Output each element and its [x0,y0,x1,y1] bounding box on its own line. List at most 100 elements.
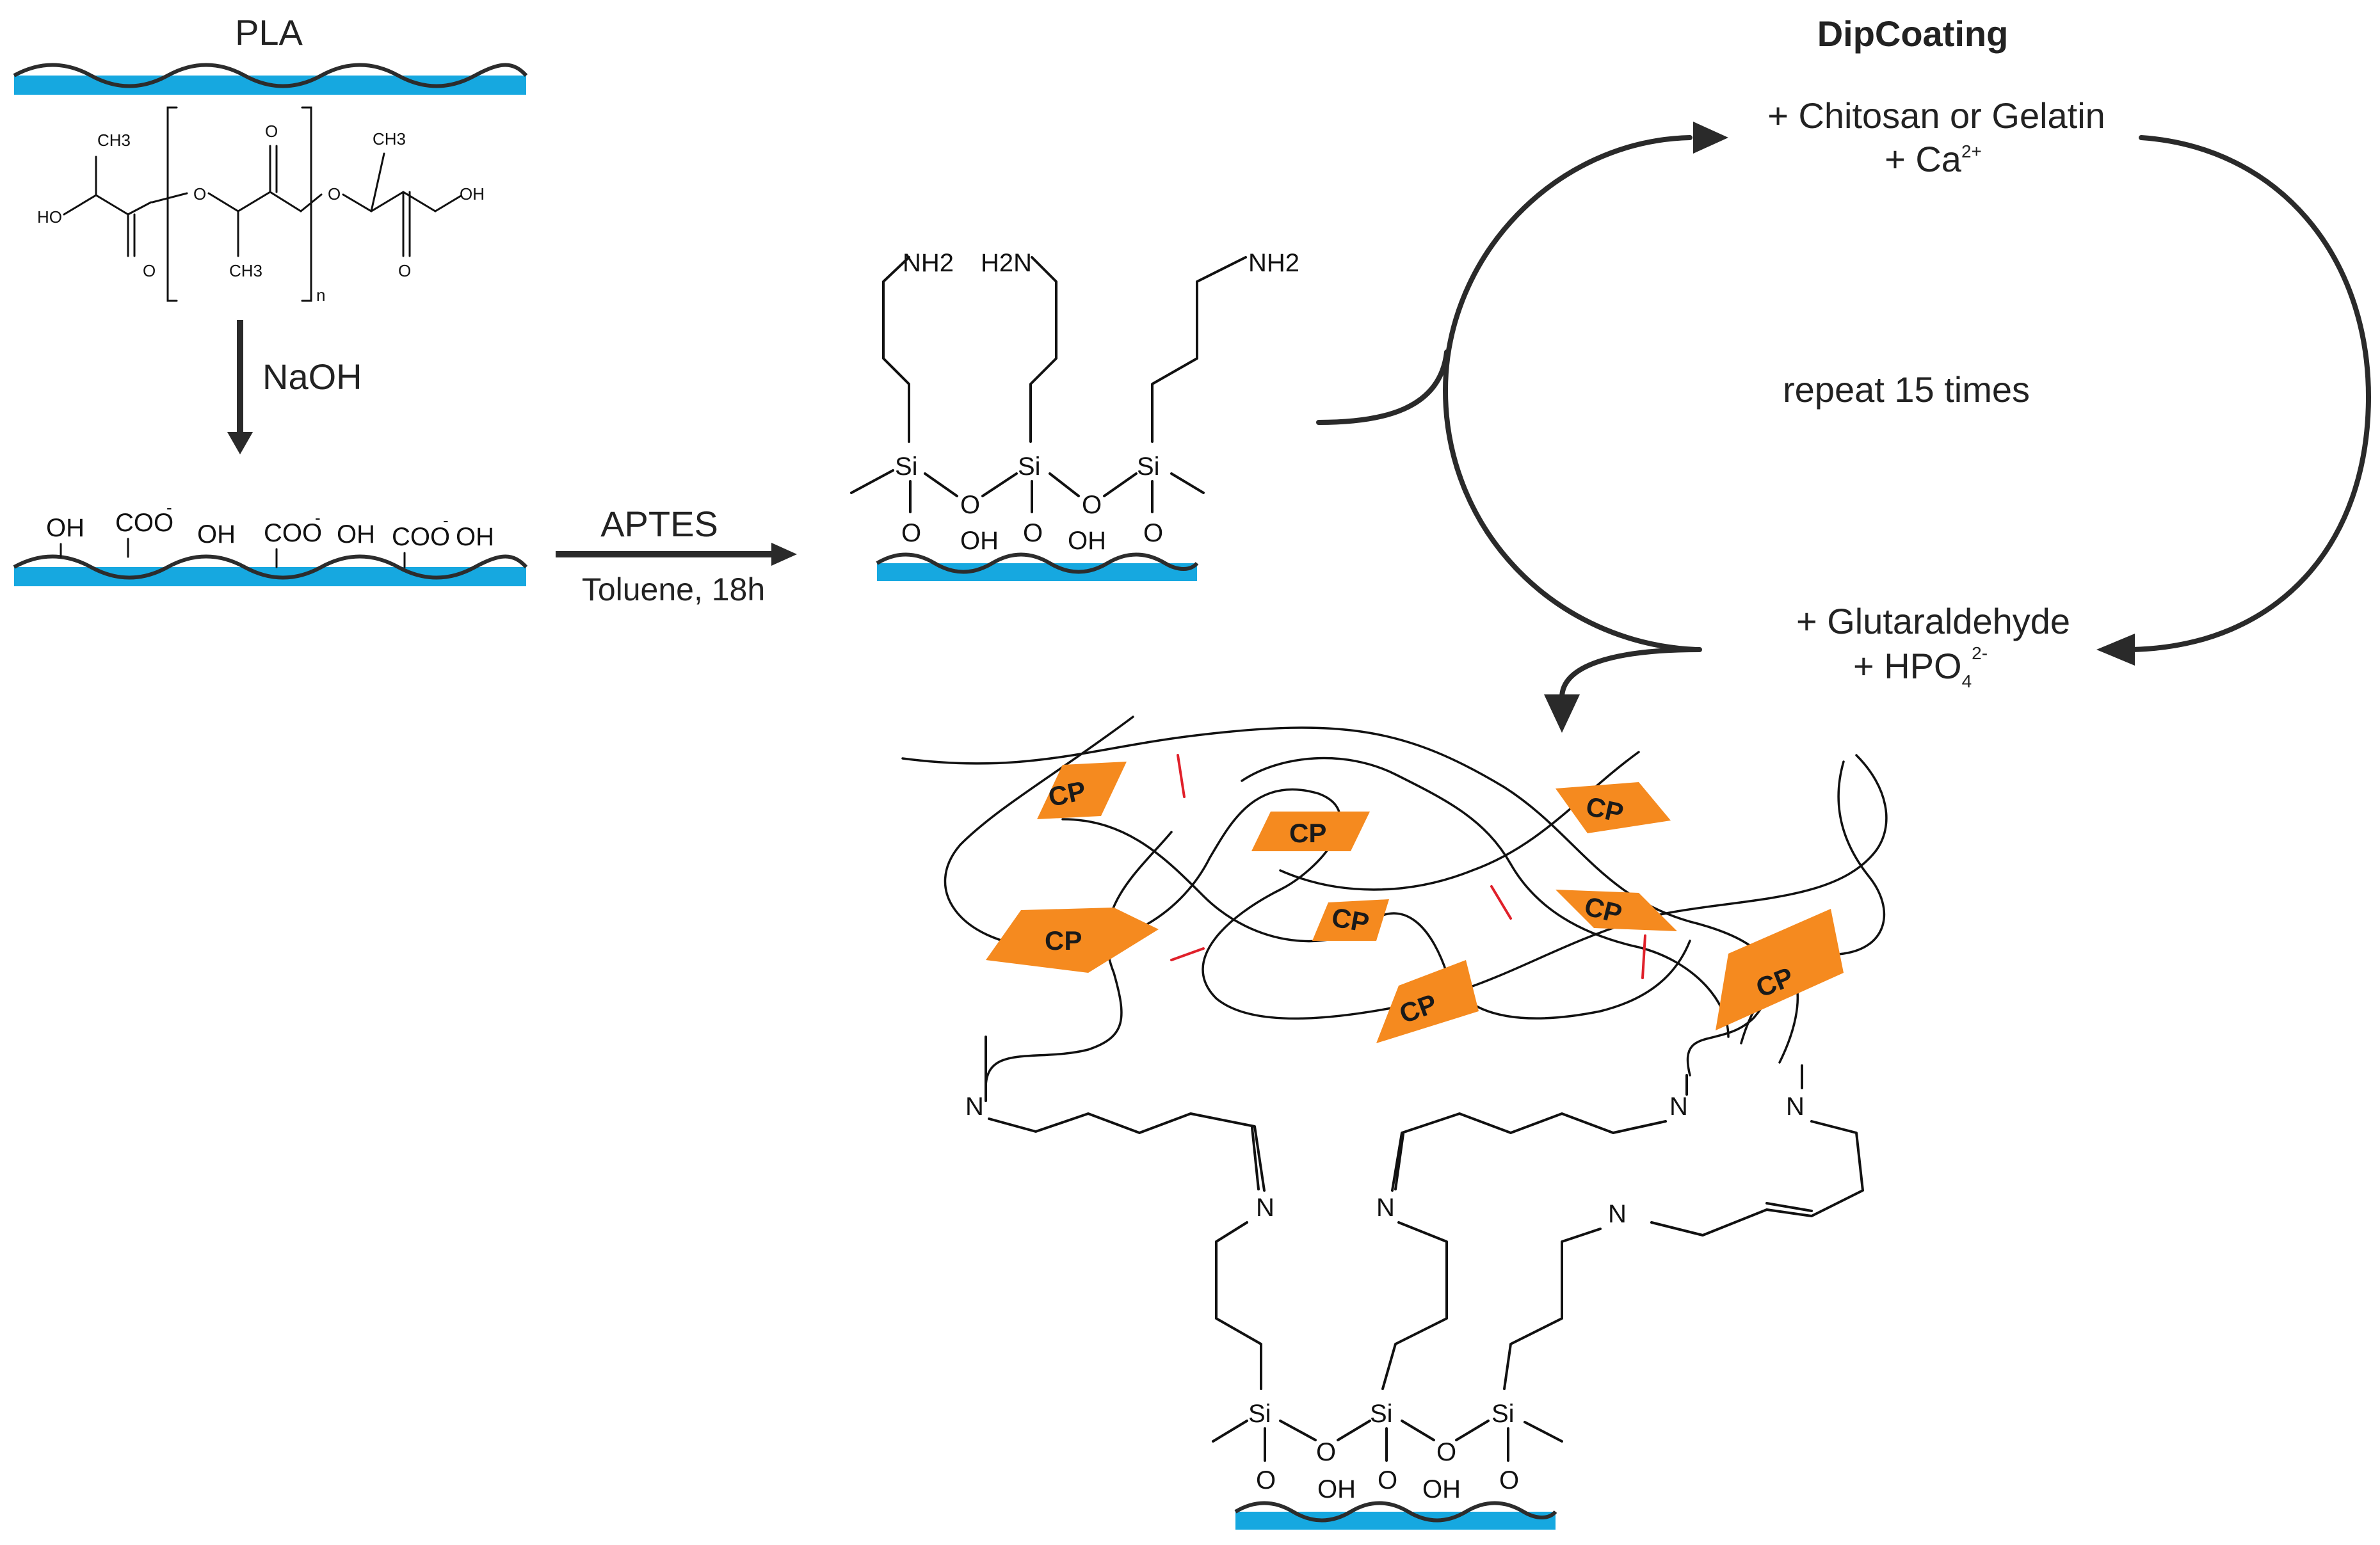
cp-particle: CP [1376,960,1479,1043]
repeat-label: repeat 15 times [1783,369,2030,410]
svg-text:CP: CP [1330,902,1372,938]
surface-coo: COO [392,523,450,551]
cycle-exit-line [1559,647,1702,700]
coated-substrate [1235,1512,1556,1530]
amine-nh2: NH2 [903,249,954,277]
silicon-atom: Si [1248,1400,1271,1428]
silicon-oxygen-bonds [1264,1427,1509,1462]
pla-n-subscript: n [316,285,325,305]
oxygen-atom: O [1378,1466,1397,1494]
oxygen-atom: O [1499,1466,1519,1494]
pla-carbonyl [269,145,278,193]
surface-oh: OH [46,514,84,542]
charge-minus: - [166,498,172,517]
pla-ch3: CH3 [229,261,262,280]
naoh-arrowhead [227,432,253,454]
oxygen-atom: O [1316,1438,1336,1466]
pla-bond [151,191,302,212]
crosslink [1641,934,1646,979]
pla-ch3: CH3 [97,131,131,150]
silicon-atom: Si [1137,452,1160,481]
pla-carbonyl [402,191,411,257]
cycle-right-arc [2129,135,2372,652]
imine-linker [1391,1112,1667,1192]
glutaraldehyde-label: + Glutaraldehyde [1796,601,2070,641]
pla-bond [370,152,385,212]
pla-o: O [328,184,341,204]
aminopropyl-chain [1029,256,1057,443]
propyl-chain [1503,1228,1602,1390]
cp-particle: CP [1037,762,1127,819]
oxygen-atom: O [1082,491,1102,519]
cp-particle: CP [1251,812,1370,851]
pla-label: PLA [235,12,303,52]
charge-minus: - [443,511,449,530]
imine-nitrogen: N [1376,1194,1395,1222]
polymer-chain [1241,756,1730,1038]
oxygen-atom: O [901,519,921,547]
oxygen-atom: O [1256,1466,1276,1494]
pla-bond [63,194,129,216]
pla-carbonyl [127,201,152,257]
pla-o: O [398,261,411,280]
charge-minus: - [315,508,321,527]
chitosan-label: + Chitosan or Gelatin [1767,95,2105,136]
naoh-label: NaOH [262,356,362,397]
surface-oh: OH [197,520,236,548]
phosphate-label: + HPO42- [1853,643,1988,691]
silane-substrate [877,563,1197,581]
imine-nitrogen: N [965,1093,984,1121]
silanized-surface: NH2 H2N NH2 Si Si Si O O O O O OH OH [850,249,1299,581]
cp-particle: CP [1716,909,1844,1030]
cycle-left-arc [1442,135,1699,652]
imine-nitrogen: N [1608,1200,1627,1228]
surface-oh: OH [1068,527,1106,555]
oxygen-atom: O [960,491,980,519]
imine-linker [1650,1120,1864,1237]
coated-surface-wave [1234,1501,1557,1523]
pla-ch3: CH3 [373,129,406,148]
pla-o: O [265,122,278,141]
cycle-entry-line [1316,349,1449,425]
aptes-step: APTES Toluene, 18h [556,504,797,607]
naoh-step: NaOH [227,320,362,454]
imine-nitrogen: N [1786,1093,1805,1121]
pla-ho: HO [37,207,62,227]
pla-o: O [193,184,206,204]
crosslink [1170,947,1205,961]
surface-oh: OH [1422,1475,1461,1503]
polymer-chain [1061,818,1691,1020]
pla-structure: HO CH3 O O CH3 O n O CH3 O OH [37,106,485,305]
pla-substrate-group: PLA [13,12,528,95]
propyl-chain [1215,1221,1262,1390]
silane-surface-wave [876,552,1199,574]
coated-structure: CP CP CP CP CP CP CP CP [901,716,1888,1530]
toluene-label: Toluene, 18h [582,572,765,607]
oxygen-atom: O [1436,1438,1456,1466]
calcium-label: + Ca2+ [1885,139,1982,179]
surface-coo: COO [264,519,322,547]
svg-text:CP: CP [1045,925,1082,956]
silicon-atom: Si [1492,1400,1515,1428]
oxygen-atom: O [1023,519,1043,547]
amine-h2n: H2N [981,249,1032,277]
imine-nitrogen: N [1669,1093,1688,1121]
cycle-arrowhead-top [1693,122,1728,154]
surface-oh: OH [337,520,375,548]
imine-linker [988,1112,1266,1192]
repeat-bracket-left [166,106,178,302]
silicon-atom: Si [1370,1400,1393,1428]
pla-oh: OH [460,184,485,204]
pla-o: O [143,261,156,280]
amine-nh2: NH2 [1248,249,1299,277]
surface-coo: COO [115,509,173,537]
polymer-chain [985,831,1173,1089]
cp-particle: CP [986,908,1159,973]
cycle-exit-arrowhead [1544,694,1580,733]
dipcoating-title: DipCoating [1817,13,2009,54]
pla-surface-wave [13,63,528,88]
pla-bond [434,195,462,212]
propyl-chain [1381,1221,1448,1390]
